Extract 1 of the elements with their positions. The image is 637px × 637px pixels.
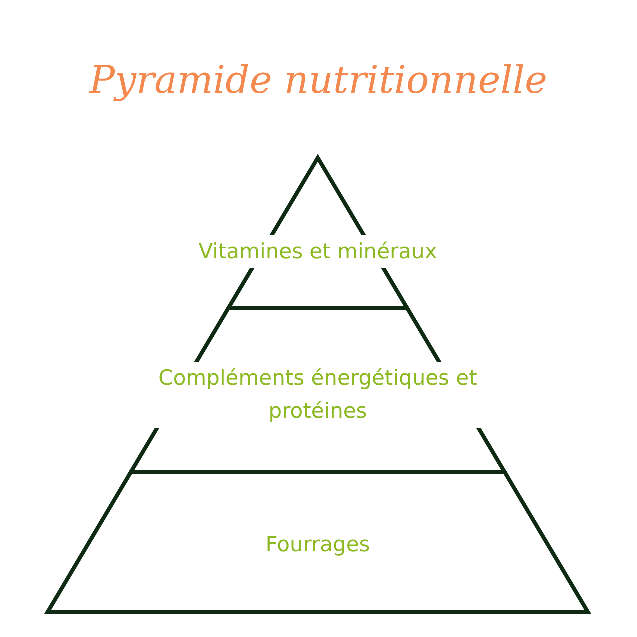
title: Pyramide nutritionnelle [88, 58, 548, 102]
